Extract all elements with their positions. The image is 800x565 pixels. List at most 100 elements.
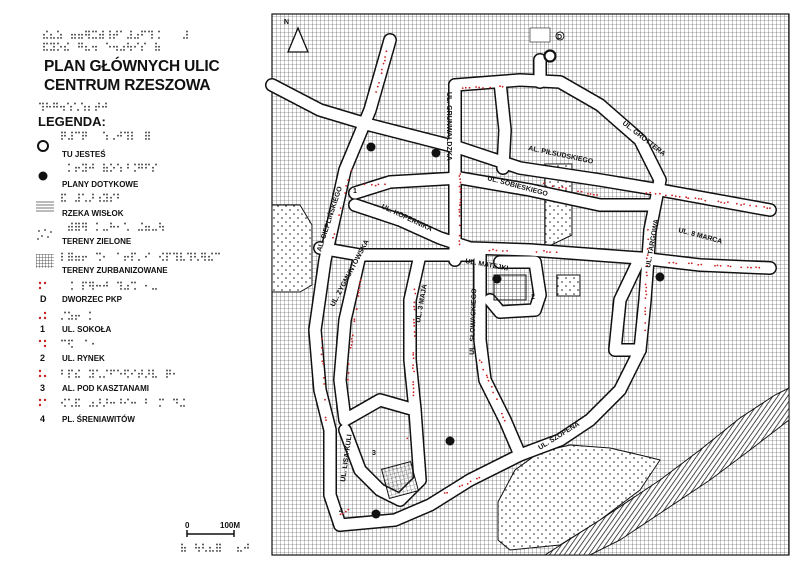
braille-dot [176,258,178,261]
road-braille-dot [492,248,494,251]
road-braille-dot [755,205,758,208]
road-braille-dot [488,249,491,252]
braille-legend-item [61,339,94,348]
braille-dot [134,36,136,39]
braille-dot [127,137,129,140]
road-braille-dot [501,85,504,88]
road-braille-dot [492,391,494,394]
braille-dot [42,108,44,111]
braille-dot [64,199,66,202]
braille-dot [144,30,146,33]
braille-dot [61,196,63,199]
braille-dot [92,372,94,375]
braille-dot [151,30,153,33]
road-braille-dot [671,194,673,197]
braille-dot [78,314,80,317]
braille-dot [120,166,122,169]
braille-dot [102,33,104,36]
road-braille-dot [413,331,416,333]
braille-dot [88,30,90,33]
tactile-plans [366,142,665,519]
road-braille-dot [546,251,548,253]
braille-dot [218,252,220,255]
road-braille-dot [358,285,361,287]
road-braille-dot [363,183,366,186]
road-braille-dot [459,191,462,194]
braille-dot [75,169,77,172]
braille-dot [85,48,87,51]
braille-dot [71,131,73,134]
braille-dot [201,252,203,255]
braille-dot [89,281,91,284]
braille-dot [57,30,59,33]
braille-dot [84,105,86,108]
road-braille-dot [413,335,416,337]
braille-dot [49,105,51,108]
braille-legend-item [71,281,157,290]
scale-end: 100M [220,521,241,530]
braille-dot [110,401,112,404]
road-braille-dot [645,286,648,289]
braille-dot [92,45,94,48]
braille-dot [61,134,63,137]
braille-dot [95,45,97,48]
braille-dot [74,33,76,36]
braille-dot [166,255,168,258]
road-braille-dot [647,238,650,241]
braille-dot [68,372,70,375]
road-braille-dot [729,265,732,268]
road-braille-dot [645,192,648,194]
braille-dot [64,48,66,51]
braille-dot [96,369,98,372]
braille-dot [183,398,185,401]
braille-dot [74,102,76,105]
braille-dot [110,222,112,225]
road-braille-dot [459,178,461,181]
road-braille-dot [644,283,647,286]
road-braille-dot [496,398,498,401]
braille-dot [194,252,196,255]
road-braille-dot [502,416,504,419]
braille-dot [141,369,143,372]
braille-dot [99,252,101,255]
road-braille-dot [339,207,342,210]
braille-dot [63,108,65,111]
braille-dot [53,105,55,108]
braille-dot [82,131,84,134]
braille-dot [85,166,87,169]
map-number-2: 2 [531,294,535,301]
braille-dot [71,281,73,284]
braille-dot [92,342,94,345]
braille-dot [106,134,108,137]
braille-dot [110,369,112,372]
braille-dot [131,258,133,261]
green-area-icon [37,229,52,240]
braille-dot [180,252,182,255]
braille-dot [68,375,70,378]
braille-dot [155,375,157,378]
road-braille-dot [412,394,415,397]
braille-dot [162,252,164,255]
road-braille-dot [740,266,743,269]
braille-dot [71,222,73,225]
road-braille-dot [353,320,356,323]
braille-dot [148,225,150,228]
road-braille-dot [413,301,416,304]
braille-dot [71,317,73,320]
braille-dot [159,222,161,225]
road-braille-dot [461,87,464,89]
braille-dot [46,36,48,39]
road-braille-dot [458,211,461,213]
braille-marker-icon [38,369,47,378]
braille-dot [67,48,69,51]
braille-dot [71,404,73,407]
braille-dot [145,228,147,231]
braille-dot [176,401,178,404]
braille-dot [145,163,147,166]
braille-dot [71,137,73,140]
road-braille-dot [659,192,661,195]
braille-dot [120,48,122,51]
braille-dot [134,401,136,404]
road-braille-dot [412,357,415,360]
braille-dot [148,369,150,372]
